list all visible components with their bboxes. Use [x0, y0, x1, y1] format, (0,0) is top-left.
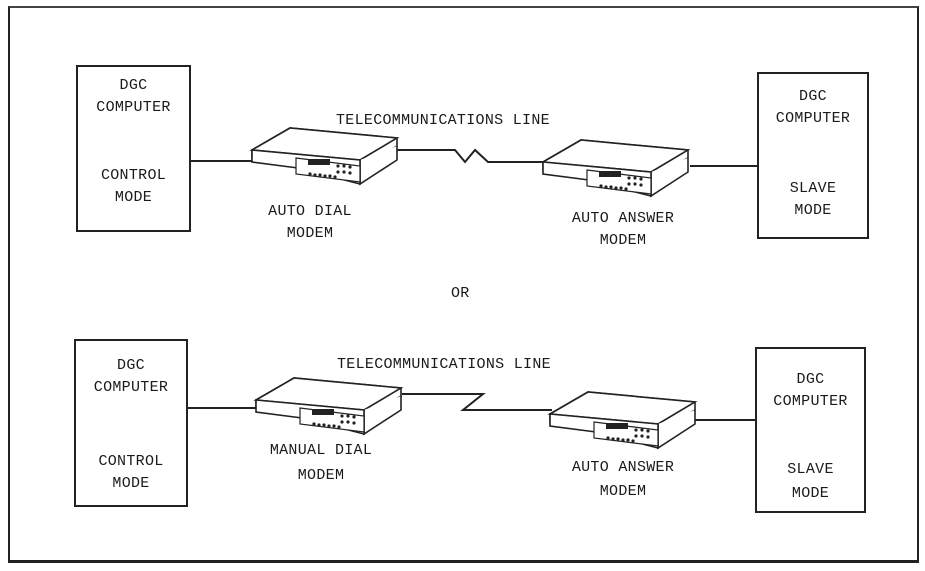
top-left-computer-box: DGC COMPUTER CONTROL MODE	[76, 65, 191, 232]
computer-name-line2: COMPUTER	[78, 97, 189, 119]
auto-answer-modem-icon	[550, 392, 695, 448]
computer-name-line1: DGC	[78, 75, 189, 97]
modem-label-line1: AUTO DIAL	[240, 201, 380, 223]
modem-label-line2: MODEM	[240, 223, 380, 245]
computer-mode-line1: CONTROL	[78, 165, 189, 187]
computer-name-line2: COMPUTER	[76, 377, 186, 399]
computer-name-line1: DGC	[757, 369, 864, 391]
bottom-telecom-line	[402, 394, 552, 410]
computer-name-line2: COMPUTER	[757, 391, 864, 413]
computer-mode-line2: MODE	[757, 483, 864, 505]
modem-label-line1: MANUAL DIAL	[246, 440, 396, 462]
computer-mode-line1: SLAVE	[759, 178, 867, 200]
computer-mode-line1: SLAVE	[757, 459, 864, 481]
modem-label-line2: MODEM	[246, 465, 396, 487]
telecom-line-label: TELECOMMUNICATIONS LINE	[336, 110, 550, 132]
computer-name-line2: COMPUTER	[759, 108, 867, 130]
manual-dial-modem-icon	[256, 378, 401, 434]
computer-mode-line2: MODE	[78, 187, 189, 209]
telecom-line-label: TELECOMMUNICATIONS LINE	[337, 354, 551, 376]
top-telecom-line	[397, 150, 545, 162]
auto-dial-modem-icon	[252, 128, 397, 184]
modem-label-line2: MODEM	[548, 481, 698, 503]
or-separator: OR	[451, 283, 470, 305]
auto-answer-modem-icon	[543, 140, 688, 196]
modem-label-line1: AUTO ANSWER	[548, 457, 698, 479]
computer-mode-line1: CONTROL	[76, 451, 186, 473]
modem-label-line1: AUTO ANSWER	[548, 208, 698, 230]
bottom-right-computer-box: DGC COMPUTER SLAVE MODE	[755, 347, 866, 513]
computer-mode-line2: MODE	[759, 200, 867, 222]
computer-name-line1: DGC	[759, 86, 867, 108]
bottom-left-computer-box: DGC COMPUTER CONTROL MODE	[74, 339, 188, 507]
computer-name-line1: DGC	[76, 355, 186, 377]
computer-mode-line2: MODE	[76, 473, 186, 495]
top-right-computer-box: DGC COMPUTER SLAVE MODE	[757, 72, 869, 239]
modem-label-line2: MODEM	[548, 230, 698, 252]
